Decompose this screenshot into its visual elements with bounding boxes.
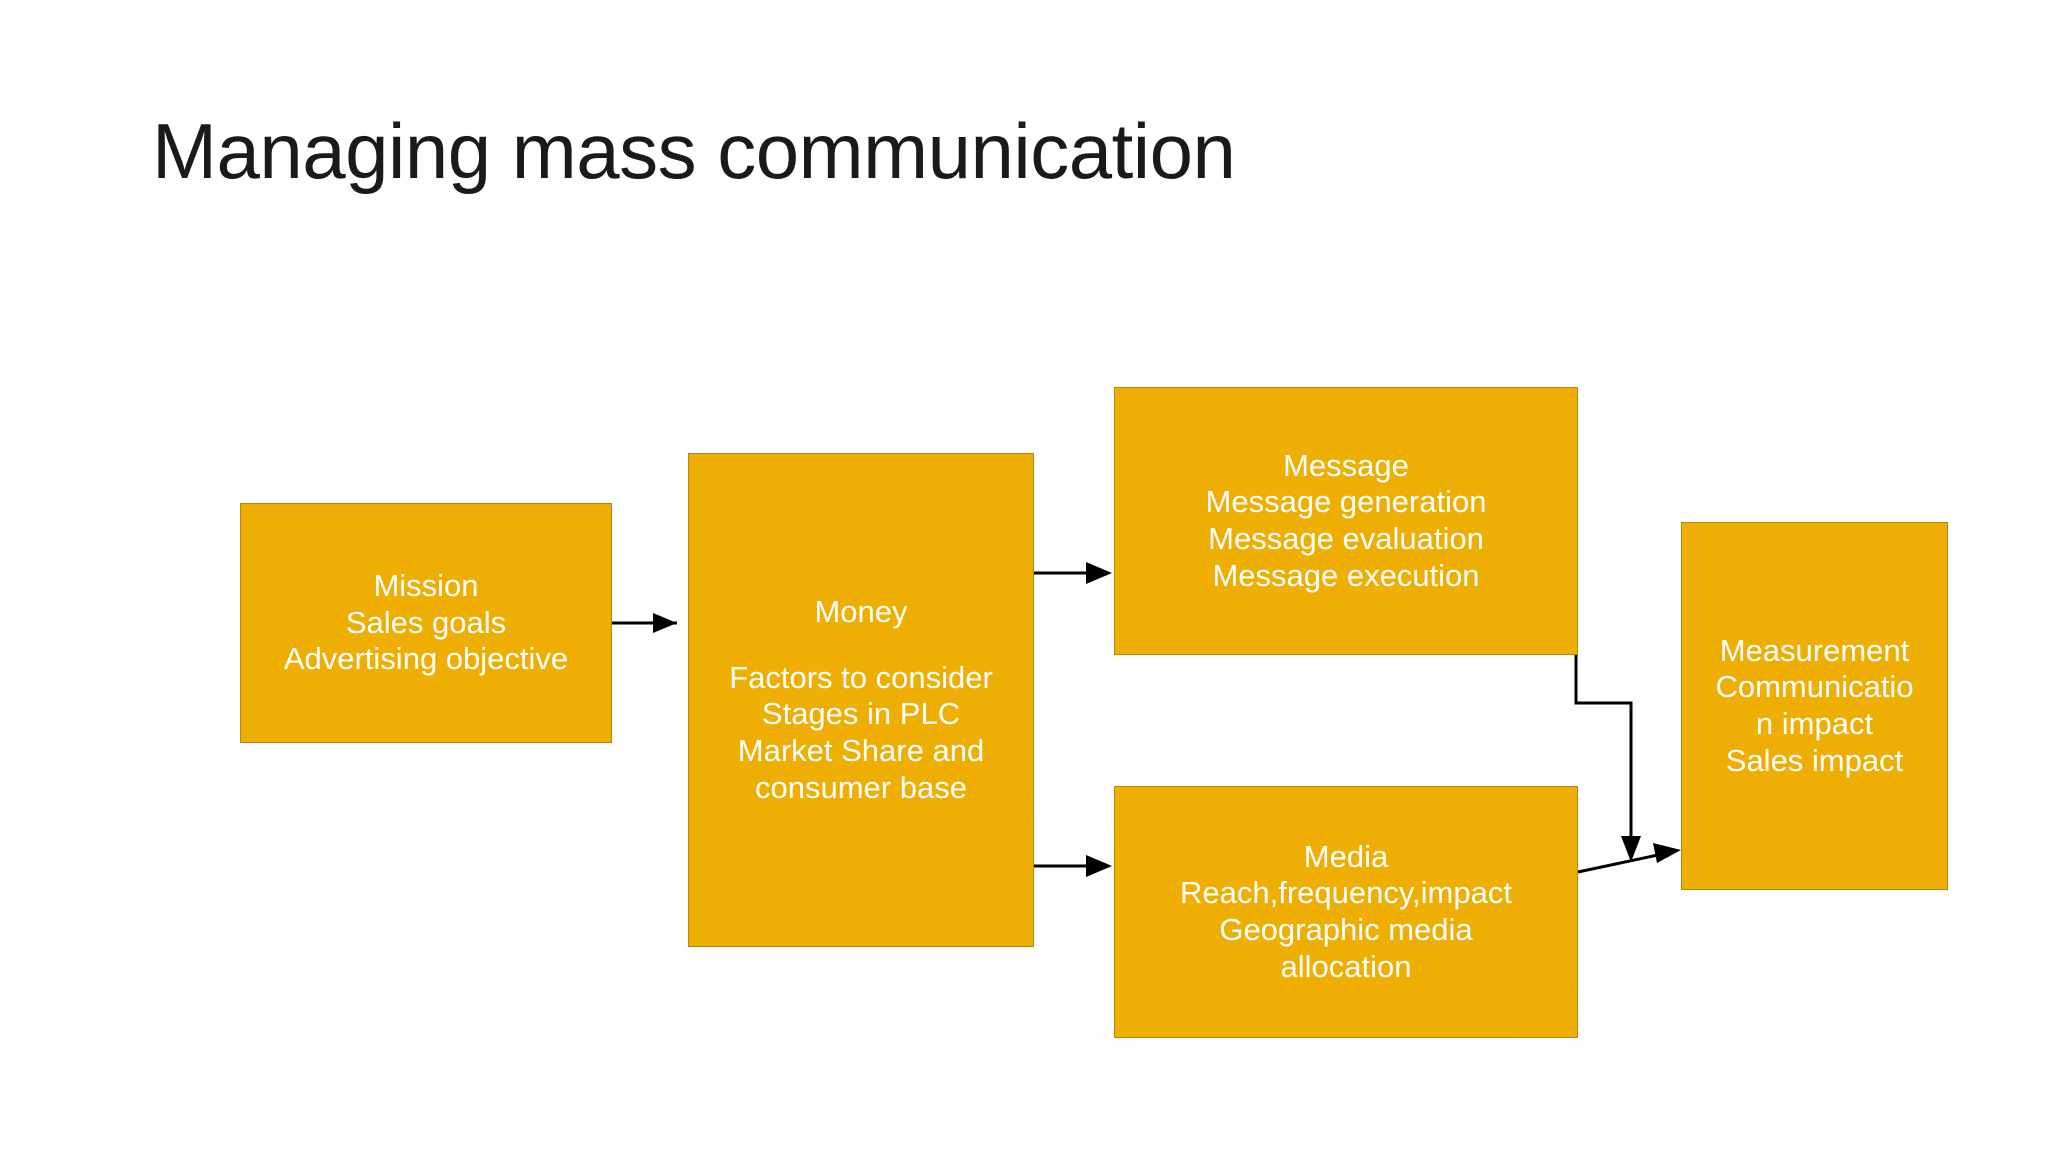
connector-mission-to-money xyxy=(612,613,677,633)
node-mission-line-3: Advertising objective xyxy=(283,641,569,677)
connector-message-to-measurement xyxy=(1574,568,1641,862)
node-measurement[interactable]: Measurement Communicatio n impact Sales … xyxy=(1681,522,1948,890)
node-money-line-1: Money xyxy=(814,593,908,629)
node-media-line-2: Reach,frequency,impact xyxy=(1180,875,1512,911)
node-message-line-1: Message xyxy=(1283,447,1409,483)
node-money-line-3: Factors to consider xyxy=(729,659,993,695)
node-measurement-line-1: Measurement xyxy=(1719,632,1910,668)
node-measurement-line-4: Sales impact xyxy=(1725,742,1904,778)
node-message-line-3: Message evaluation xyxy=(1208,521,1484,556)
connector-money-to-media xyxy=(1034,855,1112,877)
node-media-line-3: Geographic media xyxy=(1219,912,1473,947)
node-measurement-line-3: n impact xyxy=(1755,706,1874,741)
node-mission-line-1: Mission xyxy=(373,568,479,604)
node-message[interactable]: Message Message generation Message evalu… xyxy=(1114,387,1578,655)
node-mission-line-2: Sales goals xyxy=(345,604,507,640)
node-money-line-5: Market Share and xyxy=(737,733,985,768)
node-money[interactable]: Money Factors to consider Stages in PLC … xyxy=(688,453,1034,947)
node-money-line-spacer xyxy=(695,630,1027,659)
node-money-line-6: consumer base xyxy=(755,769,967,805)
node-media[interactable]: Media Reach,frequency,impact Geographic … xyxy=(1114,786,1578,1038)
connector-money-to-message xyxy=(1034,562,1112,584)
node-media-line-1: Media xyxy=(1303,838,1389,874)
node-mission[interactable]: Mission Sales goals Advertising objectiv… xyxy=(240,503,612,743)
node-message-line-2: Message generation xyxy=(1205,484,1487,520)
node-message-line-4: Message execution xyxy=(1212,557,1480,593)
page-title: Managing mass communication xyxy=(152,107,1236,195)
node-media-line-4: allocation xyxy=(1280,948,1412,984)
connector-media-to-measurement xyxy=(1577,843,1681,874)
node-money-line-4: Stages in PLC xyxy=(761,696,961,732)
node-measurement-line-2: Communicatio xyxy=(1715,669,1914,705)
